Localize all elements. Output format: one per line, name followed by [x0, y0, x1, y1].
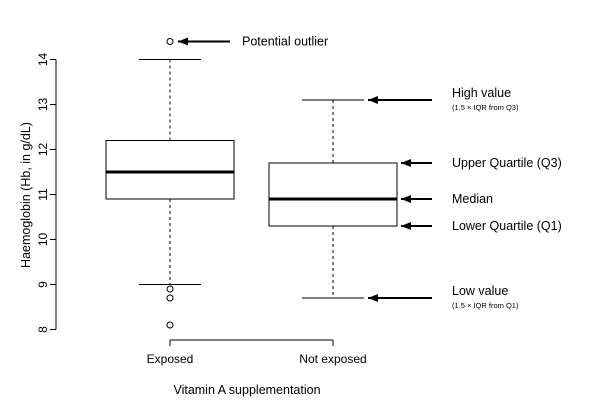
y-tick-label: 12	[36, 143, 50, 157]
annotation-sublabel: (1.5 × IQR from Q1)	[452, 301, 519, 310]
annotation-label: High value	[452, 86, 511, 100]
y-tick-label: 14	[36, 53, 50, 67]
y-tick-label: 8	[36, 326, 50, 333]
annotation-3: Upper Quartile (Q3)	[401, 156, 562, 170]
outlier-point	[166, 38, 174, 45]
x-axis-title: Vitamin A supplementation	[173, 383, 320, 397]
annotation-6: Low value (1.5 × IQR from Q1)	[368, 284, 519, 310]
y-axis: 8 9 10 11 12 13 14	[36, 53, 57, 333]
annotation-label: Upper Quartile (Q3)	[452, 156, 562, 170]
x-axis: Exposed Not exposed	[147, 339, 367, 366]
annotation-sublabel: (1.5 × IQR from Q3)	[452, 103, 519, 112]
boxes	[105, 38, 398, 329]
y-tick-label: 9	[36, 281, 50, 288]
x-tick-label: Not exposed	[299, 352, 366, 366]
box-2	[268, 99, 398, 299]
annotation-5: Lower Quartile (Q1)	[401, 219, 562, 233]
x-tick-label: Exposed	[147, 352, 194, 366]
annotation-4: Median	[401, 192, 493, 206]
y-tick-label: 13	[36, 98, 50, 112]
iqr-box	[105, 140, 235, 200]
box-1	[105, 38, 235, 329]
y-axis-title: Haemoglobin (Hb, in g/dL)	[19, 122, 33, 268]
annotation-2: High value (1.5 × IQR from Q3)	[368, 86, 519, 112]
annotation-label: Low value	[452, 284, 508, 298]
outlier-point	[166, 294, 174, 302]
y-tick-label: 11	[36, 188, 50, 201]
annotation-label: Lower Quartile (Q1)	[452, 219, 562, 233]
iqr-box	[268, 162, 398, 227]
outlier-point	[166, 285, 174, 293]
annotation-label: Median	[452, 192, 493, 206]
annotation-label: Potential outlier	[242, 35, 328, 49]
outlier-point	[166, 321, 174, 329]
y-tick-label: 10	[36, 233, 50, 247]
annotation-1: Potential outlier	[178, 35, 328, 49]
